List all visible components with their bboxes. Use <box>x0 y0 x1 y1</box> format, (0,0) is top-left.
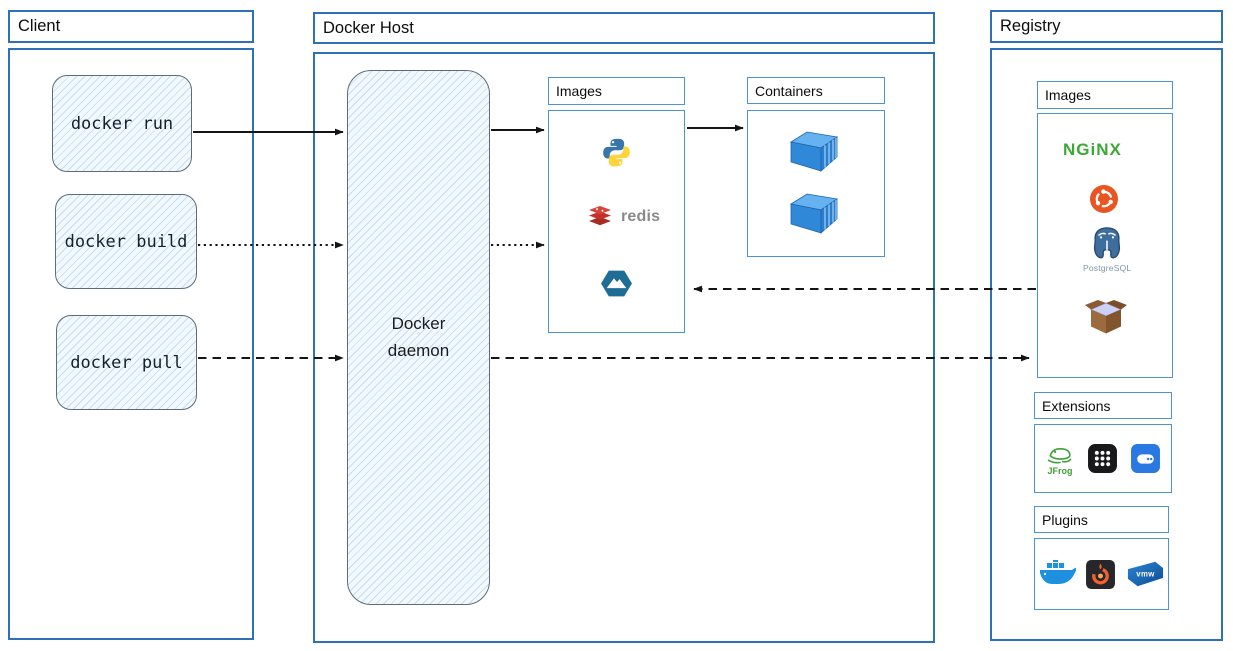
host-images-title-label: Images <box>556 83 602 99</box>
python-image-item <box>601 137 632 168</box>
docker-pull-node: docker pull <box>56 315 197 410</box>
docker-run-node: docker run <box>52 75 192 172</box>
ubuntu-icon <box>1090 185 1118 213</box>
docker-whale-icon <box>1039 560 1076 584</box>
docker-pull-label: docker pull <box>70 352 183 373</box>
plugins-icons-row: vmw <box>1034 538 1169 610</box>
jfrog-extension-item: JFrog <box>1045 442 1075 476</box>
docker-run-label: docker run <box>70 113 174 134</box>
registry-images-title-label: Images <box>1045 87 1091 103</box>
package-image-item <box>1084 298 1128 335</box>
mountain-hexagon-icon <box>601 270 632 297</box>
docker-daemon-label: Docker daemon <box>387 314 450 360</box>
containers-title-label: Containers <box>755 82 823 99</box>
docker-daemon-node: Docker daemon <box>347 70 490 605</box>
redis-label: redis <box>621 207 661 225</box>
extensions-title: Extensions <box>1034 392 1172 419</box>
postgresql-icon <box>1094 227 1121 259</box>
vmware-icon: vmw <box>1127 561 1163 587</box>
extensions-icons-row: JFrog <box>1034 424 1172 493</box>
package-box-icon <box>1085 300 1127 334</box>
mountain-image-item <box>599 266 634 301</box>
nginx-logo: NGiNX <box>1063 140 1122 159</box>
plugins-title-label: Plugins <box>1042 511 1088 528</box>
redis-icon <box>589 206 611 226</box>
jfrog-icon <box>1047 447 1072 463</box>
container-item-1 <box>786 129 842 173</box>
docker-build-node: docker build <box>55 194 197 289</box>
nginx-image-item: NGiNX <box>1063 140 1122 160</box>
postgresql-image-item: PostgreSQL <box>1083 226 1131 273</box>
ubuntu-image-item <box>1089 184 1119 214</box>
container-icon <box>789 131 839 172</box>
grafana-icon <box>1085 559 1115 589</box>
docker-host-title-label: Docker Host <box>323 18 414 37</box>
docker-build-label: docker build <box>64 231 188 252</box>
plugins-title: Plugins <box>1034 506 1169 533</box>
app-grid-icon <box>1088 444 1117 473</box>
python-icon <box>603 138 630 167</box>
container-icon <box>789 193 839 234</box>
vmware-label: vmw <box>1136 569 1155 578</box>
redis-image-item: redis <box>585 203 660 230</box>
extensions-title-label: Extensions <box>1042 397 1111 414</box>
client-panel-title: Client <box>8 10 254 43</box>
registry-title-label: Registry <box>1000 17 1061 35</box>
jfrog-label: JFrog <box>1047 465 1073 476</box>
container-item-2 <box>786 191 842 235</box>
host-images-title: Images <box>548 77 685 105</box>
docker-host-panel-title: Docker Host <box>313 12 935 44</box>
containers-title: Containers <box>747 77 885 104</box>
postgresql-label: PostgreSQL <box>1083 263 1132 273</box>
registry-images-title: Images <box>1037 81 1173 109</box>
blue-app-icon <box>1131 444 1160 473</box>
registry-panel-title: Registry <box>990 10 1223 43</box>
client-title-label: Client <box>18 17 61 35</box>
